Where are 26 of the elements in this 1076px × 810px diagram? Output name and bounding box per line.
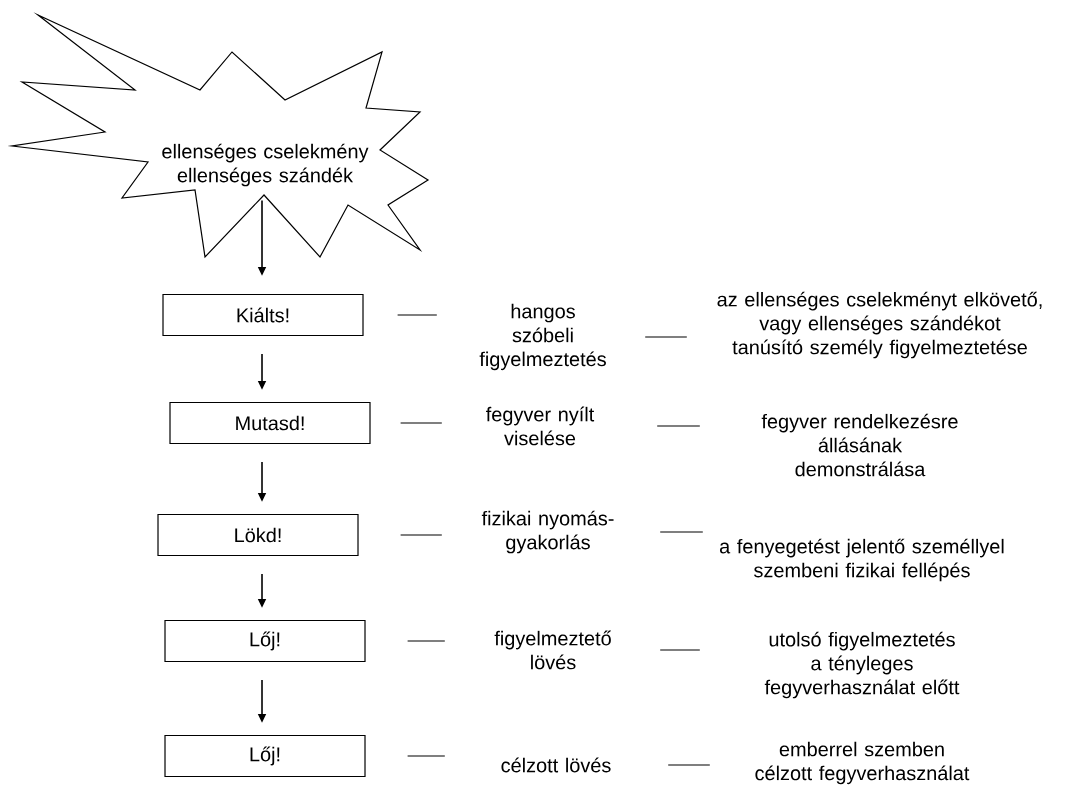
connector-dash: [400, 534, 443, 536]
step-box: Lökd!: [157, 513, 359, 557]
description-text: hangos szóbeli figyelmeztetés: [479, 303, 606, 371]
description-text: fegyver rendelkezésre állásának demonstrálása: [761, 413, 958, 477]
connector-dash: [407, 755, 446, 757]
description-text: fegyver nyílt viselése: [486, 406, 595, 446]
description-text: az ellenséges cselekményt elkövető, vagy ellenséges szándékot tanúsító személy figyelmeztetése: [717, 291, 1042, 359]
connector-dash: [644, 336, 688, 338]
description-text: emberrel szemben célzott fegyverhasználat: [755, 741, 970, 785]
step-box: Kiálts!: [162, 293, 364, 337]
step-box: Mutasd!: [169, 401, 371, 445]
description-text: fizikai nyomás-gyakorlás: [481, 510, 614, 554]
connector-dash: [407, 640, 446, 642]
connector-dash: [656, 425, 701, 427]
connector-dash: [659, 531, 704, 533]
burst-text: ellenséges cselekmény ellenséges szándék: [162, 143, 369, 187]
connector-dash: [397, 314, 438, 316]
description-text: célzott lövés: [501, 757, 611, 773]
step-box: Lőj!: [164, 734, 366, 778]
description-text: figyelmeztető lövés: [494, 630, 611, 670]
connector-dash: [667, 764, 711, 766]
step-box: Lőj!: [164, 619, 366, 663]
connector-dash: [659, 649, 701, 651]
connector-dash: [400, 422, 443, 424]
description-text: a fenyegetést jelentő személlyel szembeni fizikai fellépés: [719, 538, 1004, 582]
description-text: utolsó figyelmeztetés a tényleges fegyverhasználat előtt: [764, 631, 960, 699]
